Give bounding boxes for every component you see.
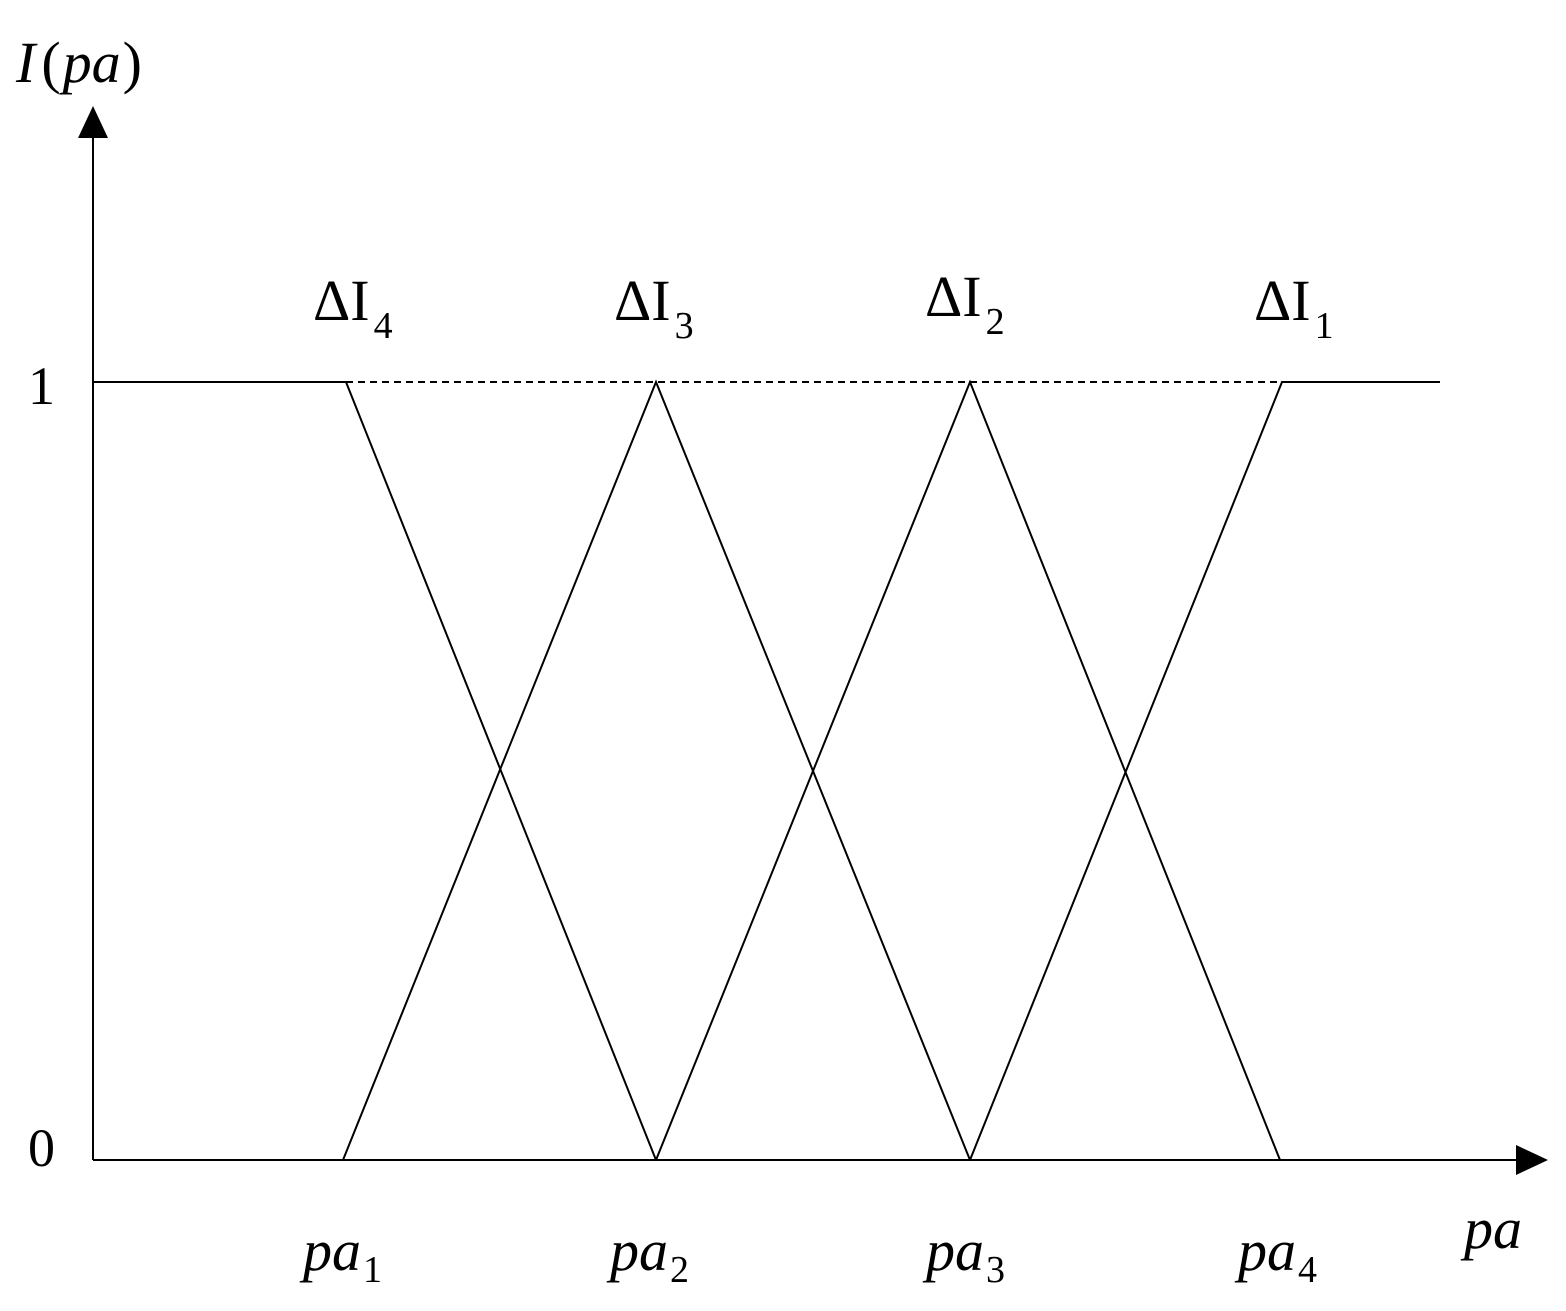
- label-delta-i3-sub: 3: [675, 305, 694, 347]
- y-tick-1: 1: [28, 356, 55, 416]
- point-pa2-sub: 2: [670, 1249, 689, 1291]
- line-delta-i1: [969, 381, 1440, 1161]
- label-delta-i1-sub: 1: [1315, 305, 1334, 347]
- y-axis-label-arg: pa: [59, 30, 121, 95]
- label-delta-i2-sub: 2: [986, 301, 1005, 343]
- point-pa1: pa1: [299, 1218, 382, 1291]
- y-axis-arrow: [78, 106, 108, 138]
- label-delta-i4-name: ΔI: [313, 268, 370, 333]
- point-pa2: pa2: [606, 1218, 689, 1291]
- label-delta-i2-name: ΔI: [925, 264, 982, 329]
- point-pa2-name: pa: [606, 1218, 668, 1283]
- point-pa3-sub: 3: [986, 1249, 1005, 1291]
- label-delta-i4-sub: 4: [374, 305, 393, 347]
- y-axis-label: I(pa): [15, 30, 142, 95]
- membership-lines: [93, 379, 1440, 1161]
- x-axis-label: pa: [1460, 1196, 1522, 1261]
- point-pa3: pa3: [922, 1218, 1005, 1291]
- label-delta-i3-name: ΔI: [614, 268, 671, 333]
- y-tick-0: 0: [28, 1118, 55, 1178]
- y-axis-label-close: ): [123, 30, 142, 95]
- label-delta-i1-name: ΔI: [1254, 268, 1311, 333]
- line-delta-i3: [342, 379, 971, 1161]
- point-pa4-sub: 4: [1298, 1249, 1317, 1291]
- x-axis-arrow: [1516, 1145, 1548, 1175]
- point-pa4-name: pa: [1234, 1218, 1296, 1283]
- y-axis-label-main: I: [15, 30, 38, 95]
- point-pa1-name: pa: [299, 1218, 361, 1283]
- point-pa4: pa4: [1234, 1218, 1317, 1291]
- point-pa3-name: pa: [922, 1218, 984, 1283]
- line-delta-i2: [655, 379, 1281, 1161]
- y-axis-label-open: (: [41, 30, 60, 95]
- line-delta-i4: [93, 381, 657, 1161]
- point-pa1-sub: 1: [363, 1249, 382, 1291]
